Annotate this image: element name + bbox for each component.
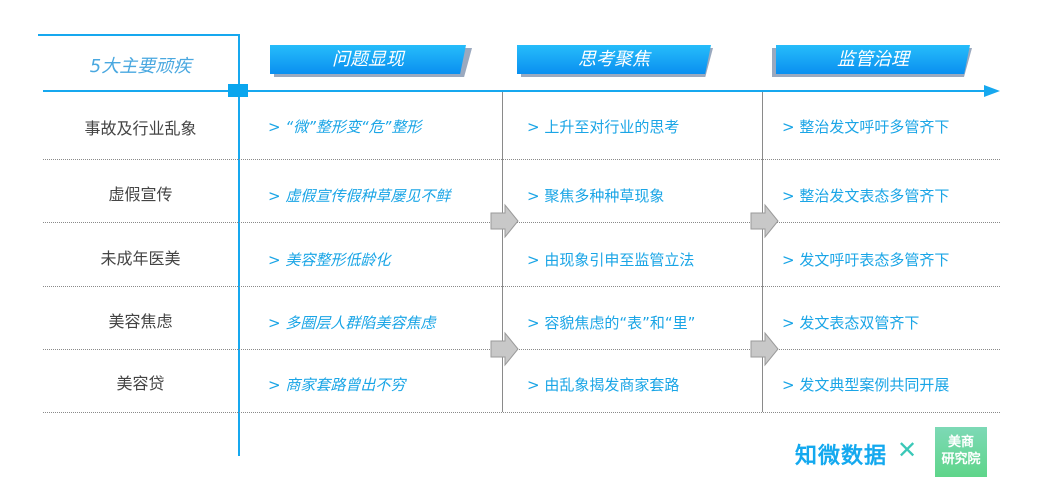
header-problem: 问题显现	[270, 45, 466, 74]
problem-text: > 美容整形低龄化	[268, 251, 391, 269]
row-divider	[43, 159, 1000, 160]
row-label: 美容焦虑	[108, 312, 173, 331]
focus-text: > 由乱象揭发商家套路	[527, 376, 680, 394]
header-govern: 监管治理	[776, 45, 970, 74]
row-divider	[43, 286, 1000, 287]
left-axis	[238, 34, 240, 456]
row-label: 美容贷	[116, 374, 165, 393]
arrow-right-icon	[490, 203, 519, 239]
focus-text: > 容貌焦虑的“表”和“里”	[527, 314, 696, 332]
focus-text: > 聚焦多种种草现象	[527, 187, 665, 205]
row-divider	[43, 349, 1000, 350]
govern-text: > 整治发文表态多管齐下	[782, 187, 950, 205]
problem-text: > 商家套路曾出不穷	[268, 376, 406, 394]
problem-text: > “微”整形变“危”整形	[268, 118, 422, 136]
times-icon: ✕	[897, 436, 918, 464]
govern-text: > 发文呼吁表态多管齐下	[782, 251, 950, 269]
header-focus: 思考聚焦	[517, 45, 711, 74]
arrow-right-icon	[750, 203, 779, 239]
column-divider	[502, 92, 503, 412]
row-label: 未成年医美	[100, 249, 181, 268]
timeline-arrowhead	[984, 85, 1000, 97]
row-label: 事故及行业乱象	[84, 119, 197, 138]
govern-text: > 发文典型案例共同开展	[782, 376, 950, 394]
row-divider	[43, 412, 1000, 413]
focus-text: > 上升至对行业的思考	[527, 118, 680, 136]
logo-line-2: 研究院	[941, 452, 981, 467]
govern-text: > 整治发文呼吁多管齐下	[782, 118, 950, 136]
top-border	[38, 34, 240, 36]
logo-line-1: 美商	[947, 435, 974, 450]
arrow-right-icon	[750, 331, 779, 367]
timeline-axis	[43, 90, 988, 92]
problem-text: > 虚假宣传假种草屡见不鲜	[268, 187, 451, 205]
arrow-right-icon	[490, 331, 519, 367]
problem-text: > 多圈层人群陷美容焦虑	[268, 314, 436, 332]
meishang-logo: 美商 研究院	[935, 427, 987, 477]
zhiwei-logo: 知微数据	[795, 444, 888, 469]
axis-node	[228, 84, 248, 97]
govern-text: > 发文表态双管齐下	[782, 314, 920, 332]
focus-text: > 由现象引申至监管立法	[527, 251, 695, 269]
row-divider	[43, 222, 1000, 223]
corner-title: 5大主要顽疾	[89, 56, 192, 77]
column-divider	[762, 92, 763, 412]
row-label: 虚假宣传	[108, 185, 173, 204]
